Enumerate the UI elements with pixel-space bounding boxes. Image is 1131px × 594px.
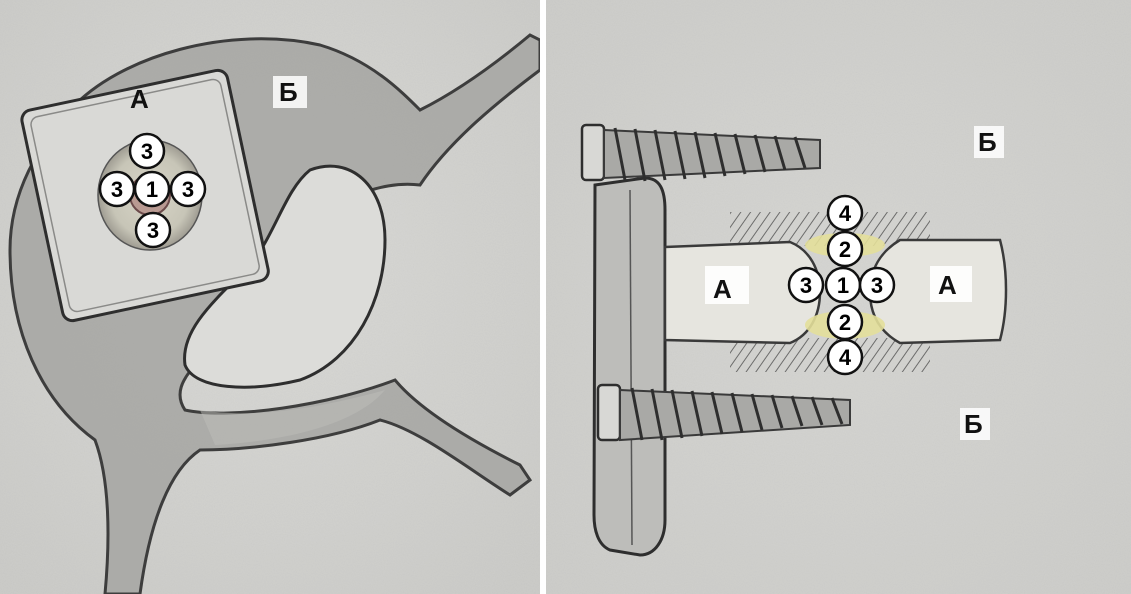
marker-left-center: 1 bbox=[135, 172, 169, 206]
svg-text:1: 1 bbox=[837, 273, 849, 298]
svg-text:4: 4 bbox=[839, 345, 852, 370]
plate bbox=[594, 178, 665, 555]
marker-right-3-right: 3 bbox=[860, 268, 894, 302]
marker-right-3-left: 3 bbox=[789, 268, 823, 302]
marker-left-right: 3 bbox=[171, 172, 205, 206]
label-a-right-left: А bbox=[713, 274, 732, 304]
label-b-right-bottom: Б bbox=[964, 409, 983, 439]
svg-text:3: 3 bbox=[871, 273, 883, 298]
marker-left-left: 3 bbox=[100, 172, 134, 206]
marker-right-2-bottom: 2 bbox=[828, 305, 862, 339]
label-b-left: Б bbox=[279, 77, 298, 107]
svg-text:3: 3 bbox=[141, 139, 153, 164]
svg-text:3: 3 bbox=[182, 177, 194, 202]
svg-text:1: 1 bbox=[146, 177, 158, 202]
marker-left-top: 3 bbox=[130, 134, 164, 168]
right-panel: А А Б Б 4 2 3 1 3 2 bbox=[546, 0, 1131, 594]
svg-text:3: 3 bbox=[800, 273, 812, 298]
left-panel: А Б 3 3 1 3 3 bbox=[0, 0, 540, 594]
label-a-left: А bbox=[130, 84, 149, 114]
svg-text:3: 3 bbox=[111, 177, 123, 202]
marker-right-4-bottom: 4 bbox=[828, 340, 862, 374]
svg-text:4: 4 bbox=[839, 201, 852, 226]
marker-right-1-center: 1 bbox=[826, 268, 860, 302]
label-b-right-top: Б bbox=[978, 127, 997, 157]
label-a-right-right: А bbox=[938, 270, 957, 300]
svg-text:3: 3 bbox=[147, 218, 159, 243]
marker-right-2-top: 2 bbox=[828, 232, 862, 266]
marker-right-4-top: 4 bbox=[828, 196, 862, 230]
svg-text:2: 2 bbox=[839, 310, 851, 335]
panel-divider bbox=[540, 0, 546, 594]
marker-left-bottom: 3 bbox=[136, 213, 170, 247]
svg-text:2: 2 bbox=[839, 237, 851, 262]
